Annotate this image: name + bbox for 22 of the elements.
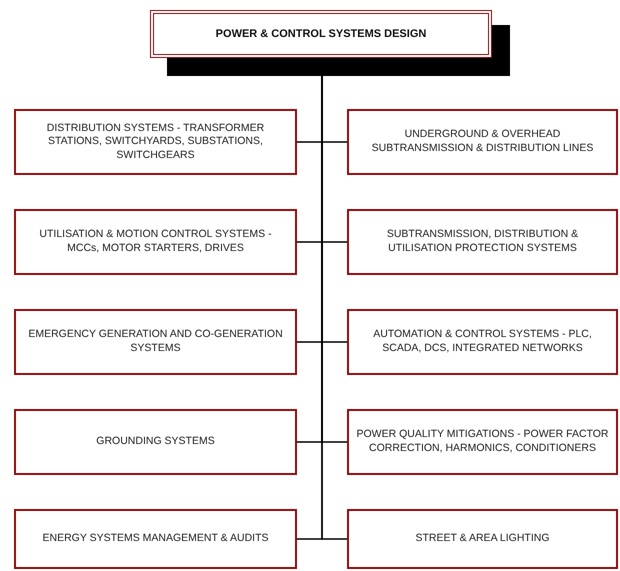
category-box [347,509,618,569]
category-label: GROUNDING SYSTEMS [96,435,215,449]
title-text: POWER & CONTROL SYSTEMS DESIGN [216,26,426,42]
category-box [14,409,297,475]
category-box [14,209,297,275]
category-label: UTILISATION & MOTION CONTROL SYSTEMS - MCCs, MOTOR STARTERS, DRIVES [38,228,273,256]
category-label: UNDERGROUND & OVERHEAD SUBTRANSMISSION & DISTRIBUTION LINES [370,128,594,156]
category-box [347,109,618,175]
category-label: SUBTRANSMISSION, DISTRIBUTION & UTILISATION PROTECTION SYSTEMS [386,228,580,256]
category-label: POWER QUALITY MITIGATIONS - POWER FACTOR CORRECTION, HARMONICS, CONDITIONERS [355,428,610,456]
category-box [347,409,618,475]
category-label: DISTRIBUTION SYSTEMS - TRANSFORMER STATIONS, SWITCHYARDS, SUBSTATIONS, SWITCHGEARS [46,122,266,162]
category-box [347,209,618,275]
title-box [150,10,492,58]
category-box [14,109,297,175]
category-label: EMERGENCY GENERATION AND CO-GENERATION SYSTEMS [27,328,284,356]
category-box [14,509,297,569]
category-box [347,309,618,375]
category-label: ENERGY SYSTEMS MANAGEMENT & AUDITS [42,532,268,546]
category-label: STREET & AREA LIGHTING [415,532,550,546]
category-label: AUTOMATION & CONTROL SYSTEMS - PLC, SCADA, DCS, INTEGRATED NETWORKS [372,328,593,356]
category-box [14,309,297,375]
